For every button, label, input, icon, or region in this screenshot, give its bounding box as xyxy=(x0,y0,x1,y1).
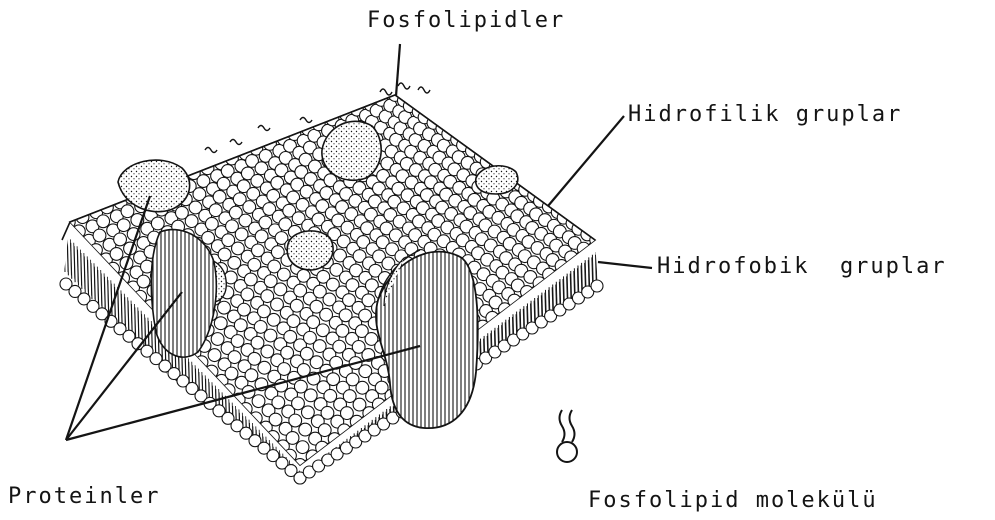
protein-blob-right xyxy=(476,166,518,194)
label-hidrofobik-gruplar: Hidrofobik gruplar xyxy=(657,256,947,278)
label-fosfolipid-molekulu: Fosfolipid molekülü xyxy=(588,490,878,512)
leader-hidrofilik xyxy=(548,116,624,206)
protein-blob-center xyxy=(287,231,333,270)
label-fosfolipidler: Fosfolipidler xyxy=(367,10,565,32)
phospholipid-molecule-icon xyxy=(557,410,577,462)
integral-protein-left xyxy=(151,230,216,358)
label-proteinler: Proteinler xyxy=(8,486,160,508)
leader-hidrofobik xyxy=(598,262,652,268)
leader-fosfolipidler xyxy=(396,44,400,96)
label-hidrofilik-gruplar: Hidrofilik gruplar xyxy=(628,104,902,126)
